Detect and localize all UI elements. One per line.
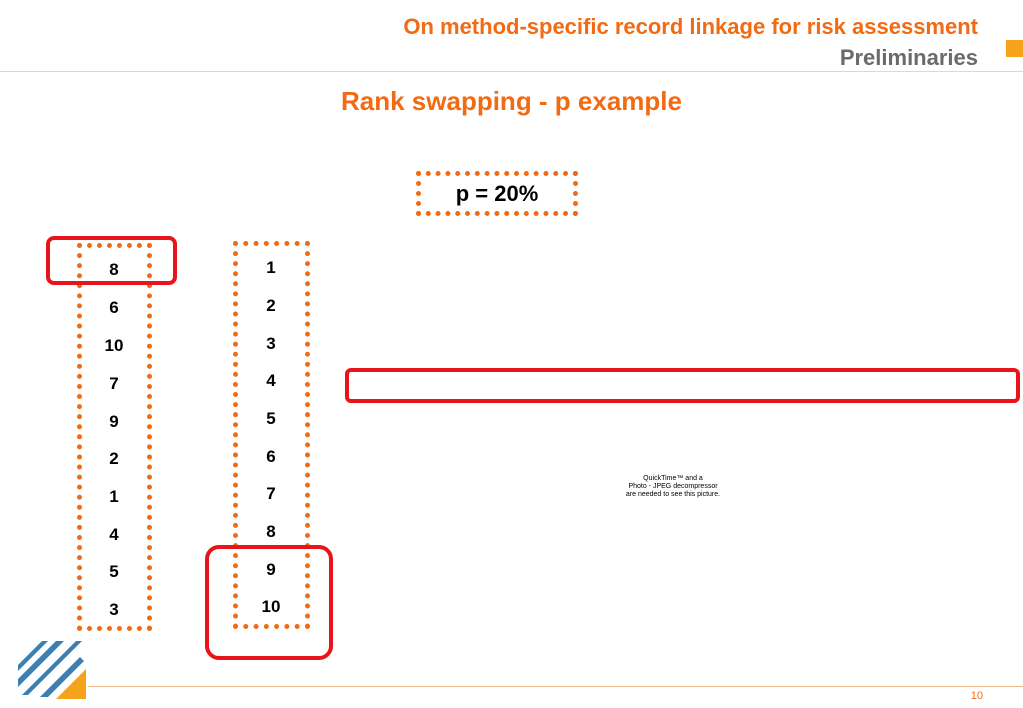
left-value: 4: [109, 525, 119, 544]
sorted-ranks-column: [233, 241, 310, 629]
right-value: 1: [266, 258, 276, 277]
highlight-swap-candidates: [205, 545, 333, 660]
right-value: 3: [266, 334, 276, 353]
left-value: 2: [109, 449, 119, 468]
quicktime-line: are needed to see this picture.: [625, 491, 721, 498]
logo-icon: [18, 641, 86, 699]
right-value: 6: [266, 447, 276, 466]
right-value: 10: [261, 597, 281, 616]
quicktime-line: QuickTime™ and a: [643, 475, 703, 482]
highlight-row: [345, 368, 1020, 403]
right-value: 8: [266, 522, 276, 541]
left-value: 10: [104, 336, 124, 355]
header-rule: [0, 71, 1023, 72]
quicktime-line: Photo - JPEG decompressor: [628, 483, 718, 490]
quicktime-notice: QuickTime™ and a Photo - JPEG decompress…: [600, 475, 746, 499]
p-value-box: p = 20%: [416, 171, 578, 216]
right-value: 4: [266, 371, 276, 390]
left-value: 3: [109, 600, 119, 619]
header-title: On method-specific record linkage for ri…: [403, 14, 978, 39]
left-value: 1: [109, 487, 119, 506]
right-value: 5: [266, 409, 276, 428]
left-value: 5: [109, 562, 119, 581]
left-value: 8: [109, 260, 119, 279]
original-ranks-column: [77, 243, 152, 631]
left-value: 7: [109, 374, 119, 393]
p-value-label: p = 20%: [455, 180, 539, 206]
highlight-first-value: [46, 236, 177, 285]
footer-rule: [88, 686, 1023, 687]
slide-heading: Rank swapping - p example: [341, 86, 682, 116]
right-value: 2: [266, 296, 276, 315]
right-value: 7: [266, 484, 276, 503]
header-subtitle: Preliminaries: [839, 45, 978, 70]
page-number: 10: [970, 690, 983, 702]
left-value: 6: [109, 298, 119, 317]
corner-square: [1006, 40, 1023, 57]
left-value: 9: [109, 412, 119, 431]
right-value: 9: [266, 560, 276, 579]
